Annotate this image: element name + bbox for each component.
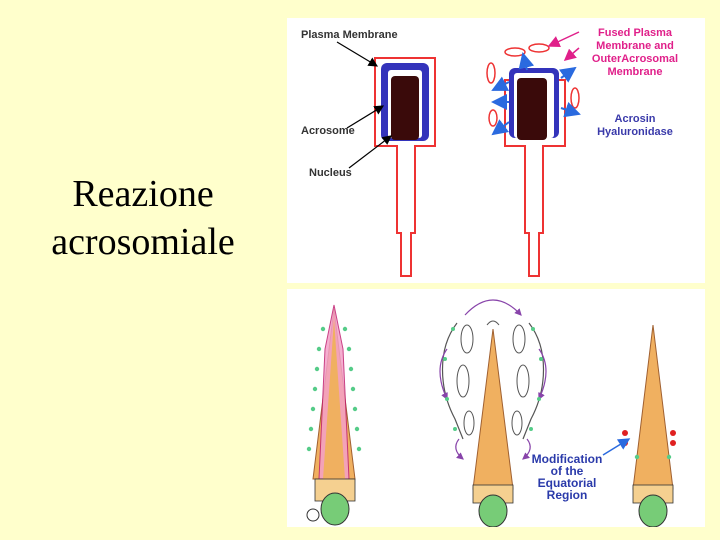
label-acrosome: Acrosome <box>301 125 355 137</box>
bottom-diagram-panel: Modification of the Equatorial Region <box>287 289 705 528</box>
red-dot <box>670 430 676 436</box>
intact-sperm <box>374 57 436 277</box>
top-diagram-panel: Plasma Membrane Acrosome Nucleus Fused P… <box>287 18 705 283</box>
acrosome-reaction-top-diagram: Plasma Membrane Acrosome Nucleus Fused P… <box>301 27 678 277</box>
nucleus-shape-reacting <box>517 78 547 140</box>
label-fused-2: Membrane and <box>596 40 674 52</box>
label-acrosin: Acrosin <box>615 113 656 125</box>
label-modification-3: Equatorial <box>538 476 597 490</box>
label-hyaluronidase: Hyaluronidase <box>597 126 673 138</box>
red-dot <box>670 440 676 446</box>
label-modification-1: Modification <box>532 452 603 466</box>
label-nucleus: Nucleus <box>309 167 352 179</box>
plasma-membrane-outline <box>374 57 436 277</box>
label-modification-4: Region <box>547 488 588 502</box>
green-dots <box>306 326 672 460</box>
acrosome-reaction-bottom-diagram: Modification of the Equatorial Region <box>306 299 676 528</box>
sperm-stage-3 <box>622 324 676 528</box>
vesicle <box>486 62 496 84</box>
slide-title: Reazione acrosomiale <box>18 170 268 266</box>
vesicle <box>504 47 526 57</box>
label-modification-2: of the <box>551 464 584 478</box>
title-line-2: acrosomiale <box>51 221 235 263</box>
vesicle <box>488 109 498 127</box>
label-fused-1: Fused Plasma <box>598 27 673 39</box>
reacting-sperm <box>486 43 581 277</box>
sperm-stage-1 <box>306 304 356 526</box>
vesicle <box>528 43 550 53</box>
nucleus-shape <box>391 76 419 140</box>
sperm-stage-2 <box>439 299 547 528</box>
label-plasma-membrane: Plasma Membrane <box>301 29 398 41</box>
label-fused-3: OuterAcrosomal <box>592 53 678 65</box>
title-line-1: Reazione <box>72 173 214 215</box>
label-fused-4: Membrane <box>607 66 662 78</box>
red-dot <box>622 430 628 436</box>
vesicle <box>570 87 580 109</box>
